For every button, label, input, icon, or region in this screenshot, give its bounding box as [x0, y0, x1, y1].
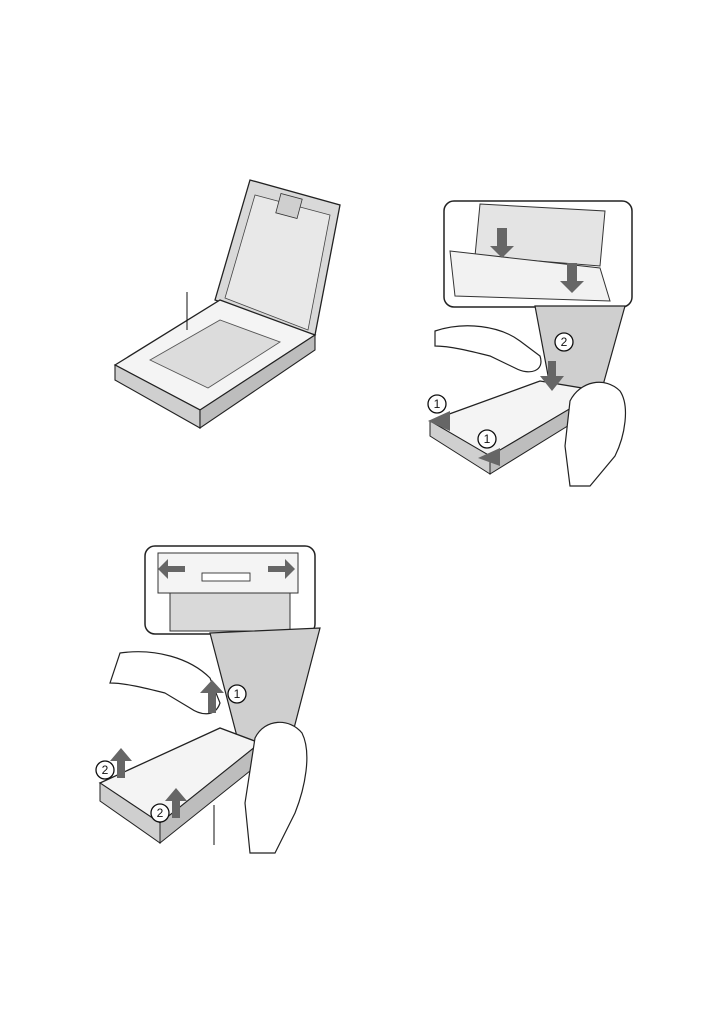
svg-text:2: 2 [561, 335, 568, 349]
open-tray-illustration [100, 170, 350, 440]
step-marker: 2 [555, 333, 573, 351]
svg-text:1: 1 [484, 432, 491, 446]
step-marker: 2 [96, 761, 114, 779]
footer-clipped-text [0, 1024, 727, 1033]
step-marker: 2 [151, 804, 169, 822]
hand-icon [435, 326, 541, 372]
svg-text:2: 2 [157, 806, 164, 820]
press-down-illustration: 1 2 1 [420, 196, 640, 488]
step-marker: 1 [228, 685, 246, 703]
svg-text:2: 2 [102, 763, 109, 777]
hand-icon [565, 382, 625, 486]
svg-text:1: 1 [234, 687, 241, 701]
step-marker: 1 [478, 430, 496, 448]
lift-up-illustration: 1 2 2 [90, 543, 330, 853]
inset-slot [202, 573, 250, 581]
footer-marks [0, 1028, 727, 1033]
svg-text:1: 1 [434, 397, 441, 411]
hand-icon [245, 722, 307, 853]
press-down-svg: 1 2 1 [420, 196, 640, 488]
inset-tray [170, 593, 290, 631]
open-tray-svg [100, 170, 350, 440]
hand-icon [110, 652, 220, 714]
step-marker: 1 [428, 395, 446, 413]
lift-up-svg: 1 2 2 [90, 543, 330, 853]
